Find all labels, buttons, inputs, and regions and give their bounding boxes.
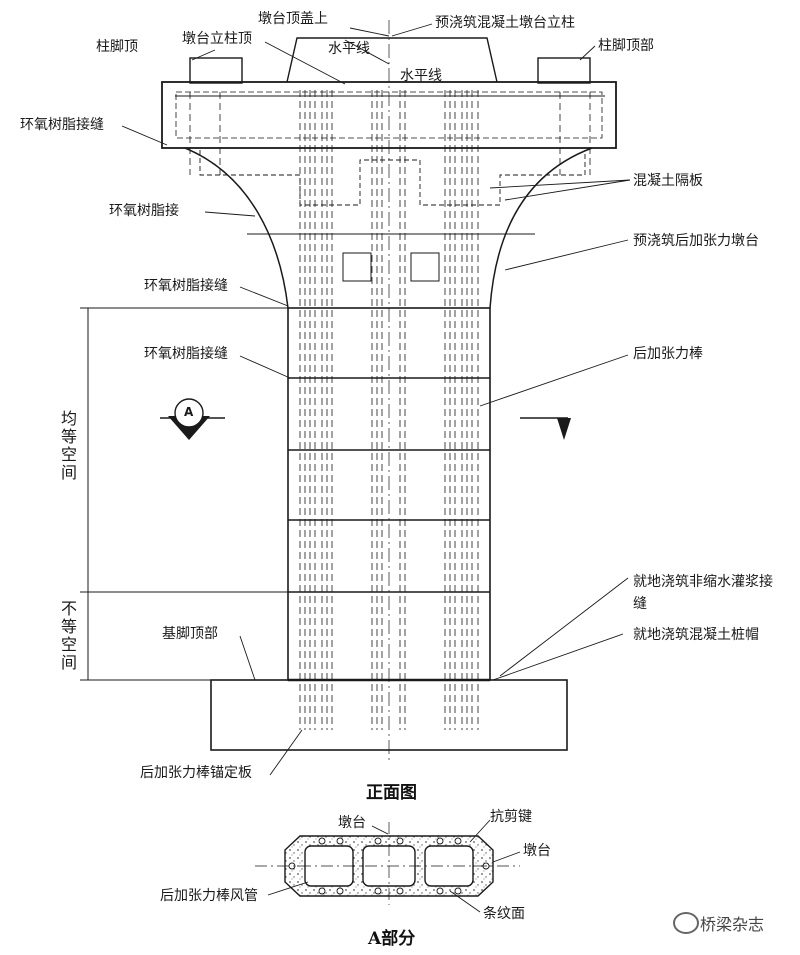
wechat-icon — [673, 912, 699, 934]
section-ducts — [288, 837, 490, 895]
label-cast-in-place-cap: 就地浇筑混凝土桩帽 — [633, 627, 759, 643]
section-a-mark: A — [184, 405, 194, 419]
label-anchor-plate: 后加张力棒锚定板 — [140, 765, 252, 781]
leader-lines — [121, 23, 631, 776]
label-horizontal-line-1: 水平线 — [328, 41, 370, 57]
watermark-text: 桥梁杂志 — [700, 915, 765, 934]
section-leaders — [267, 819, 521, 913]
column-foot-left — [189, 57, 243, 84]
opening-left — [342, 252, 372, 282]
section-bubble — [174, 398, 204, 428]
label-epoxy-joint-3: 环氧树脂接缝 — [144, 278, 228, 294]
label-epoxy-joint-4: 环氧树脂接缝 — [144, 346, 228, 362]
label-cap-top: 墩台顶盖上 — [258, 11, 328, 27]
label-grout-joint: 就地浇筑非缩水灌浆接缝 — [633, 574, 773, 612]
label-epoxy-joint-1: 环氧树脂接缝 — [20, 117, 104, 133]
opening-right — [410, 252, 440, 282]
label-posttension-bar: 后加张力棒 — [633, 346, 703, 362]
label-concrete-diaphragm: 混凝土隔板 — [633, 173, 703, 189]
label-horizontal-line-2: 水平线 — [400, 68, 442, 84]
pier-flare-left — [184, 147, 289, 309]
label-shear-key: 抗剪键 — [490, 809, 532, 825]
front-view-caption: 正面图 — [366, 783, 417, 803]
label-column-foot-top-part: 柱脚顶部 — [598, 38, 654, 54]
label-epoxy-joint-2: 环氧树脂接 — [109, 203, 179, 219]
diaphragm-outline — [199, 150, 586, 206]
section-arrow-right — [557, 418, 571, 440]
front-view-drawing — [80, 20, 631, 776]
pier-cap-top-block — [286, 37, 498, 83]
label-section-pier-right: 墩台 — [523, 843, 551, 859]
label-posttensioned-pier: 预浇筑后加张力墩台 — [633, 233, 759, 249]
part-a-caption: A部分 — [368, 929, 416, 949]
label-striated-face: 条纹面 — [483, 906, 525, 922]
footing — [210, 679, 568, 751]
label-footing-top: 基脚顶部 — [162, 626, 218, 642]
section-a-drawing — [255, 819, 521, 913]
label-column-foot-top: 柱脚顶 — [96, 39, 138, 55]
dimension-uniform-spacing: 均等空间 — [58, 410, 77, 482]
label-section-pier-top: 墩台 — [338, 815, 366, 831]
dimension-nonuniform-spacing: 不等空间 — [58, 600, 77, 672]
label-duct: 后加张力棒风管 — [160, 888, 258, 904]
column-foot-right — [537, 57, 591, 84]
tendon-bars — [189, 90, 591, 730]
label-pier-column-top: 墩台立柱顶 — [182, 31, 252, 47]
label-precast-pier-column: 预浇筑混凝土墩台立柱 — [435, 15, 575, 31]
pier-flare-right — [489, 147, 593, 309]
